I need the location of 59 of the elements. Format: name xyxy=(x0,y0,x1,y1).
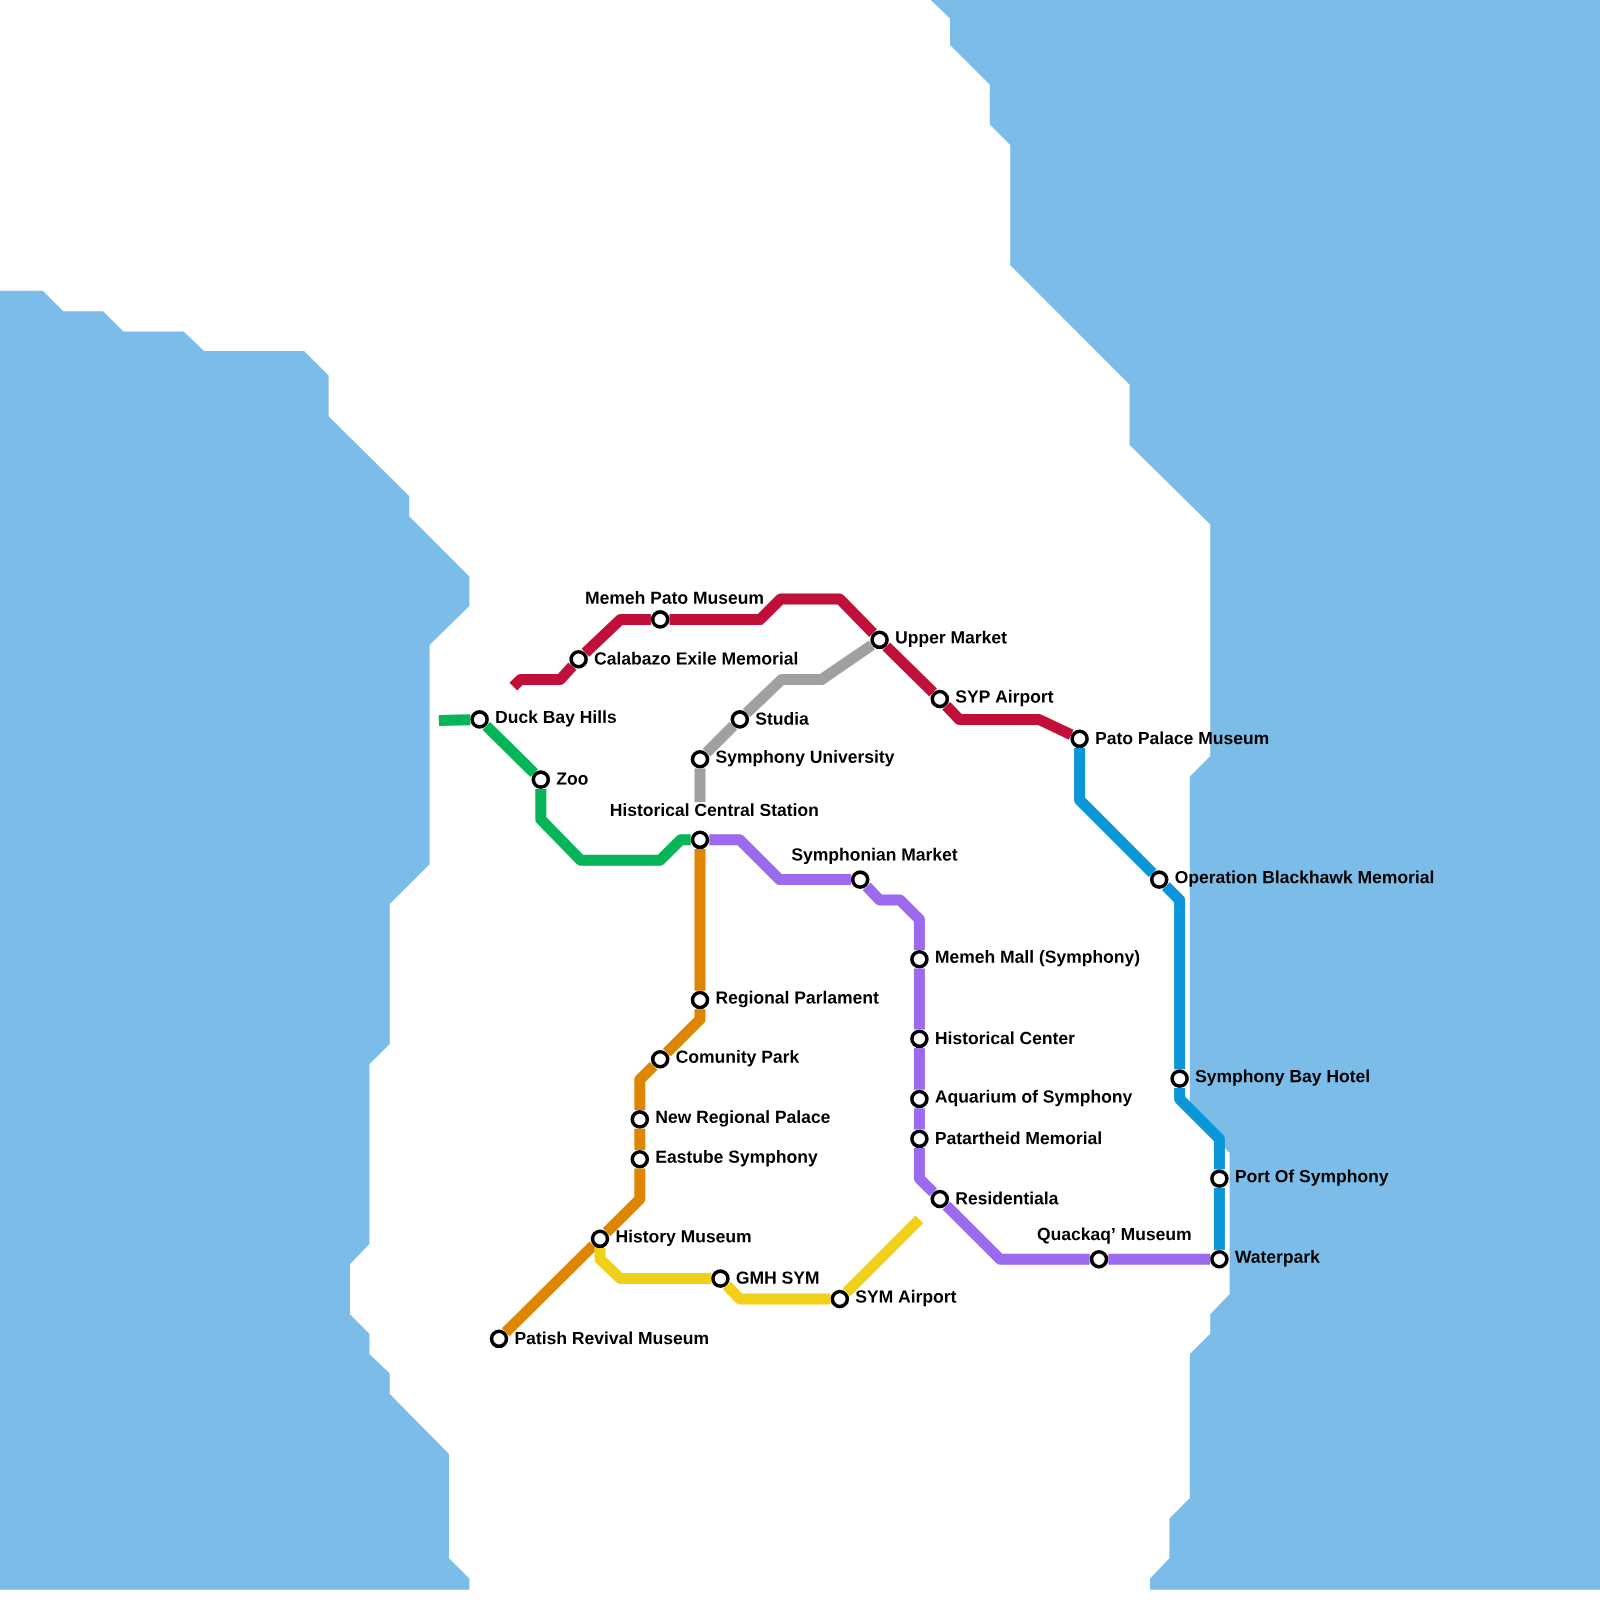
station-label: Eastube Symphony xyxy=(656,1150,818,1167)
station-label: Historical Center xyxy=(936,1031,1075,1045)
transit-line xyxy=(669,593,878,637)
station-label: Regional Parlament xyxy=(716,990,879,1008)
transit-line xyxy=(438,714,471,726)
station-label: Quackaq’ Museum xyxy=(1037,1227,1191,1244)
transit-line xyxy=(1161,882,1186,1070)
station-label: Port Of Symphony xyxy=(1236,1169,1389,1186)
station-label: History Museum xyxy=(616,1229,751,1246)
transit-line xyxy=(913,1108,925,1130)
station-label: Symphony University xyxy=(716,750,895,767)
transit-line xyxy=(482,722,539,777)
transit-line xyxy=(842,1215,924,1297)
station-label: Historical Central Station xyxy=(610,803,818,817)
transit-line xyxy=(602,1168,646,1237)
transit-line xyxy=(1213,1187,1225,1250)
station-label: Memeh Mall (Symphony) xyxy=(936,950,1140,967)
transit-line xyxy=(501,1241,598,1337)
station-label: Patish Revival Museum xyxy=(515,1331,708,1345)
station-label: Zoo xyxy=(556,772,588,785)
transit-line xyxy=(913,968,925,1030)
station-label: Upper Market xyxy=(896,630,1007,647)
transit-line xyxy=(1074,748,1157,877)
transit-line xyxy=(694,768,706,803)
transit-line xyxy=(694,849,706,991)
transit-line xyxy=(634,1061,658,1111)
station-label: Studia xyxy=(755,712,809,725)
transit-line xyxy=(662,1009,706,1057)
transit-line xyxy=(942,1201,1090,1265)
station-label: Patartheid Memorial xyxy=(936,1131,1101,1145)
transit-line xyxy=(742,640,876,717)
transit-line xyxy=(535,788,691,866)
transit-line xyxy=(722,1281,831,1305)
station-label: Symphonian Market xyxy=(791,847,958,865)
transit-line xyxy=(709,834,851,886)
transit-line xyxy=(594,1248,712,1285)
station-label: Symphony Bay Hotel xyxy=(1195,1069,1369,1086)
transit-line xyxy=(913,1148,938,1197)
transit-line xyxy=(509,662,577,691)
station-label: SYM Airport xyxy=(855,1289,957,1307)
station-label: Waterpark xyxy=(1234,1250,1320,1267)
station-label: Aquarium of Symphony xyxy=(935,1089,1133,1107)
station-label: Residentiala xyxy=(956,1191,1059,1205)
station-label: New Regional Palace xyxy=(656,1110,830,1127)
transit-line xyxy=(634,1128,646,1150)
transit-line xyxy=(862,882,925,950)
transit-line xyxy=(1108,1253,1211,1265)
transit-line xyxy=(882,642,938,697)
transit-line xyxy=(702,722,738,757)
station-label: Memeh Pato Museum xyxy=(586,591,763,604)
station-label: GMH SYM xyxy=(736,1271,819,1284)
station-label: Duck Bay Hills xyxy=(496,710,616,727)
station-label: Comunity Park xyxy=(676,1050,800,1067)
transit-line xyxy=(942,701,1074,740)
transit-line xyxy=(581,613,651,657)
transit-line xyxy=(1174,1087,1225,1170)
transit-line xyxy=(913,1048,925,1090)
station-label: SYP Airport xyxy=(955,689,1054,707)
station-label: Calabazo Exile Memorial xyxy=(594,651,798,665)
